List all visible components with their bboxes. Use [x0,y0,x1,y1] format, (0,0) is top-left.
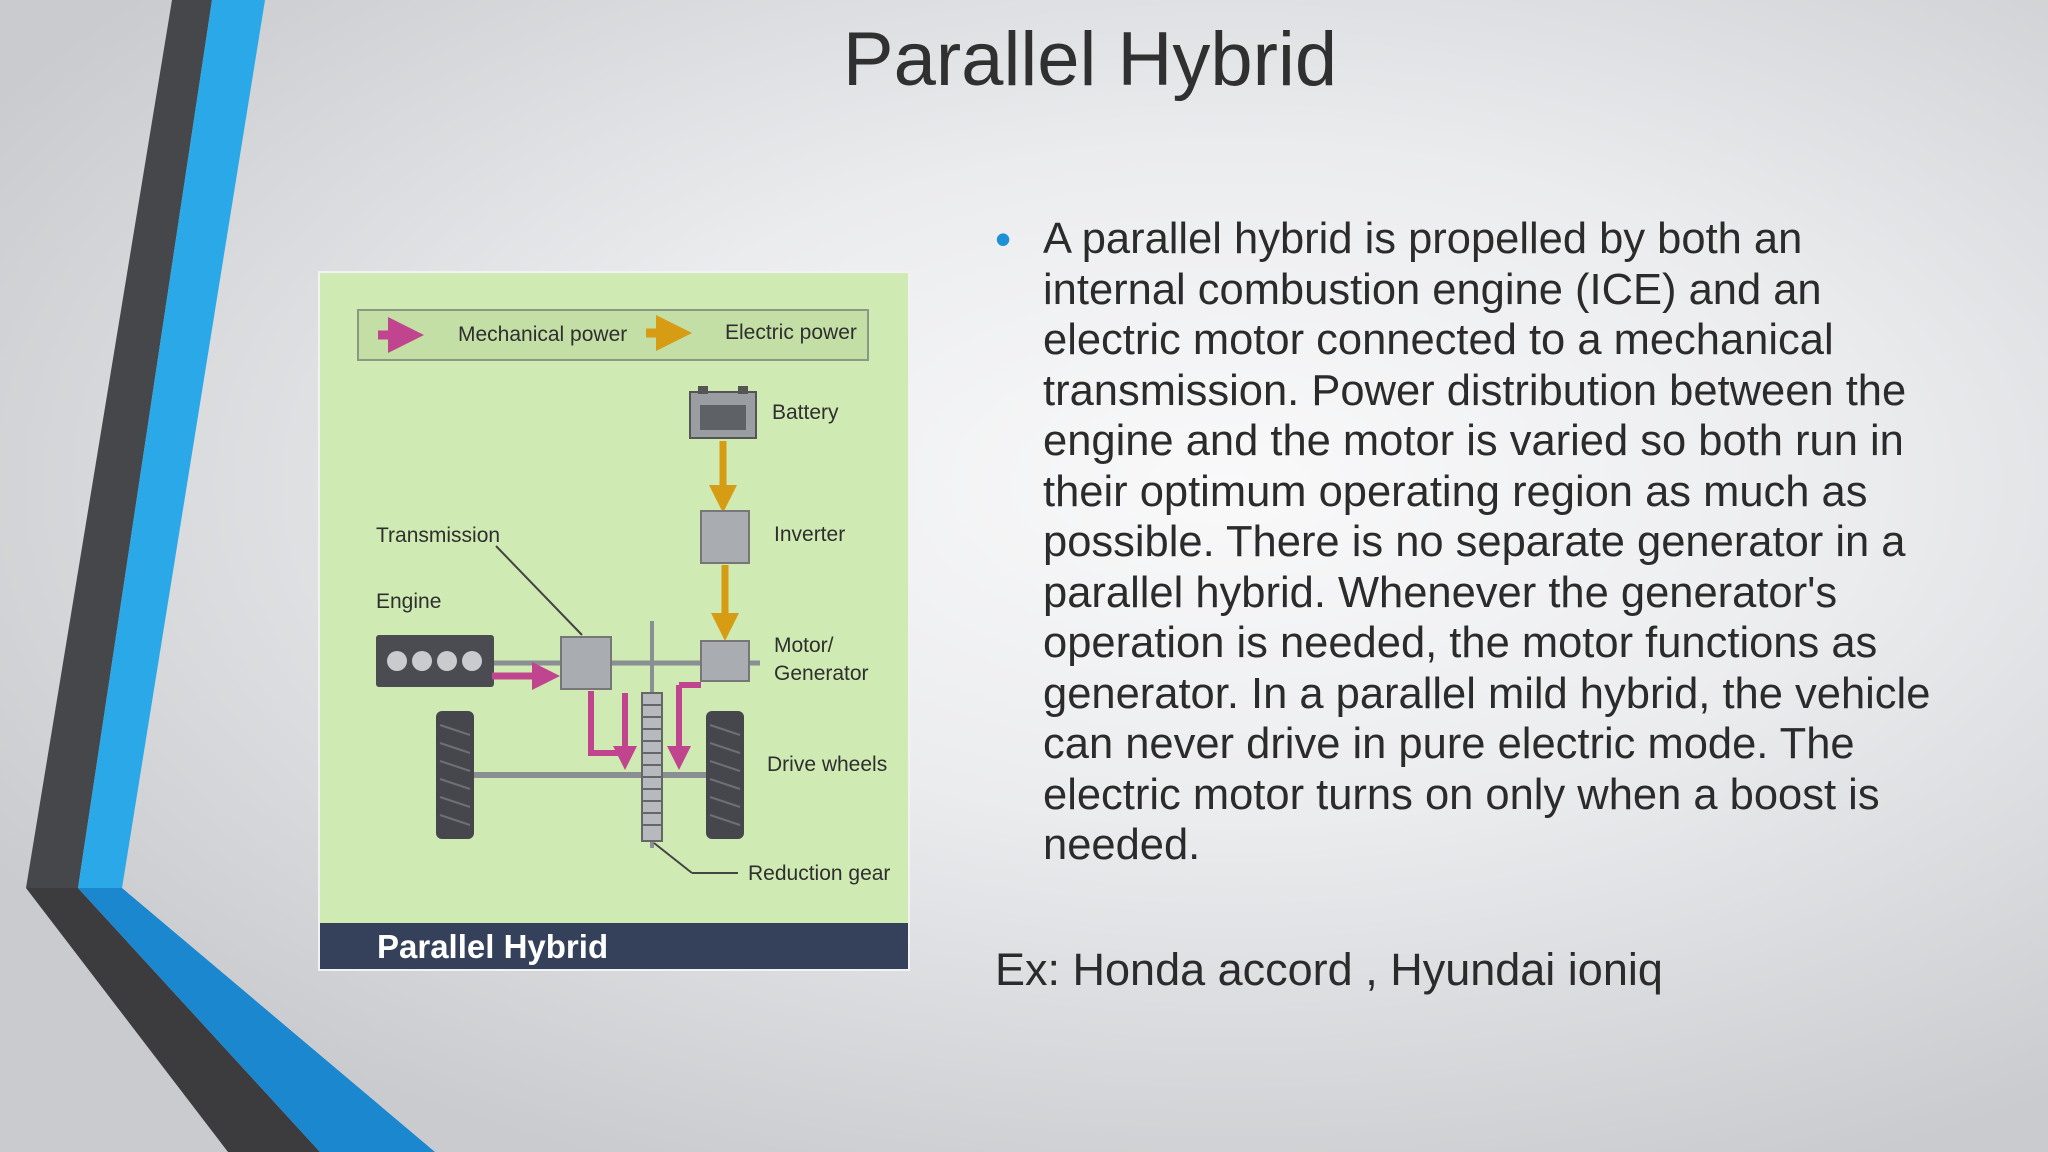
bullet-list: • A parallel hybrid is propelled by both… [995,214,1945,871]
reduction-gear [641,692,663,842]
motor-label: Motor/ [774,634,834,657]
blue-stripe-lower [78,888,435,1152]
figure-caption: Parallel Hybrid [377,928,609,965]
engine-cylinder [412,651,432,671]
battery-face [700,405,746,430]
battery-terminal-left [698,386,708,394]
inverter-label: Inverter [774,523,846,546]
dark-stripe-upper [26,0,212,888]
figure-caption-bar: Parallel Hybrid [320,923,908,969]
transmission-block [560,636,612,690]
bullet-marker: • [995,213,1012,265]
parallel-hybrid-diagram: Mechanical power Electric power Battery … [320,273,908,969]
battery-terminal-right [738,386,748,394]
reduction-gear-leader-line [653,842,693,874]
example-text: Ex: Honda accord , Hyundai ioniq [995,944,1663,995]
drive-wheel-left [436,711,474,839]
gear-teeth [642,704,662,826]
engine-block [376,635,494,687]
transmission-to-gear-arrow [588,691,628,756]
engine-cylinder [437,651,457,671]
engine-cylinder [462,651,482,671]
diagram-drawing [357,309,869,874]
engine-label: Engine [376,590,442,613]
generator-label: Generator [774,662,869,685]
engine-cylinder [387,651,407,671]
reduction-gear-label: Reduction gear [748,862,891,885]
drive-wheels-label: Drive wheels [767,753,888,776]
tire-tread [439,724,741,826]
legend-electric-label: Electric power [725,321,857,344]
dark-stripe-lower [26,888,320,1152]
drive-wheel-right [706,711,744,839]
battery-label: Battery [772,401,839,424]
blue-stripe-upper [78,0,265,888]
transmission-leader-line [495,545,583,636]
slide-title: Parallel Hybrid [842,17,1338,102]
bullet-text: A parallel hybrid is propelled by both a… [1043,215,1931,869]
inverter-block [700,510,750,564]
transmission-label: Transmission [376,524,501,547]
motor-generator-block [700,640,750,682]
legend-box [357,309,869,361]
legend-mechanical-label: Mechanical power [458,323,628,346]
